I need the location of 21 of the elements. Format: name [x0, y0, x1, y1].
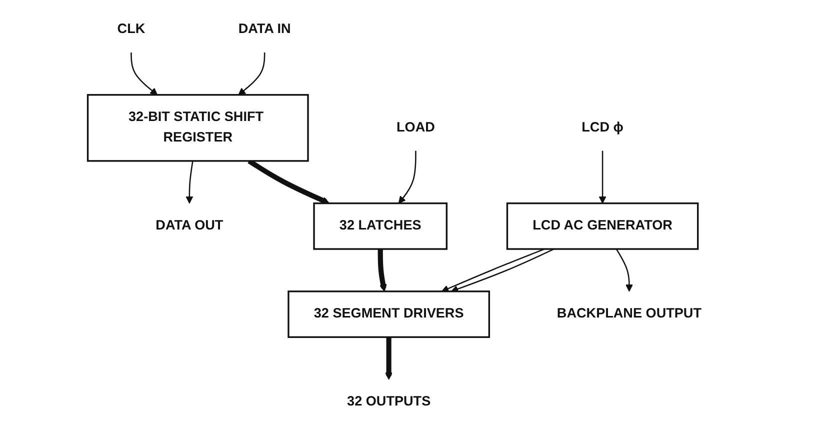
- node-box: 32 SEGMENT DRIVERS: [288, 290, 490, 338]
- node-text: CLK: [117, 22, 146, 36]
- arrow: [398, 150, 416, 204]
- node-text: LCD ϕ: [582, 120, 624, 135]
- node-text: LOAD: [396, 120, 436, 135]
- arrow: [378, 249, 387, 292]
- node-text: DATA OUT: [156, 218, 224, 233]
- arrow: [385, 337, 393, 380]
- node-text: DATA IN: [238, 22, 291, 36]
- node-box: LCD AC GENERATOR: [506, 202, 699, 250]
- node-box: 32 LATCHES: [313, 202, 448, 250]
- arrow: [598, 150, 606, 204]
- node-box: 32-BIT STATIC SHIFT REGISTER: [87, 94, 310, 162]
- arrow: [238, 52, 266, 96]
- arrow: [451, 248, 554, 293]
- node-text: BACKPLANE OUTPUT: [557, 306, 702, 322]
- arrow: [130, 52, 158, 96]
- arrow: [186, 160, 194, 204]
- arrow: [442, 248, 545, 292]
- arrow: [616, 248, 634, 292]
- node-text: 32 OUTPUTS: [347, 394, 431, 410]
